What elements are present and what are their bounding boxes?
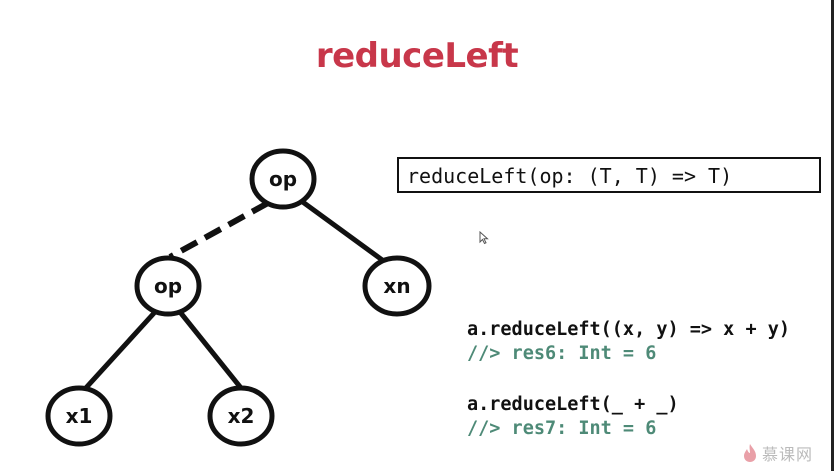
signature-box: reduceLeft(op: (T, T) => T) — [397, 157, 821, 193]
tree-node-right: xn — [362, 255, 432, 317]
edge-root-left-dashed — [168, 200, 270, 260]
slide-title: reduceLeft — [315, 36, 519, 76]
example-1-result: //> res6: Int = 6 — [467, 343, 657, 364]
tree-node-x2: x2 — [207, 385, 275, 447]
flame-logo-icon — [744, 444, 756, 462]
tree-node-root: op — [249, 148, 317, 210]
example-2-code: a.reduceLeft(_ + _) — [467, 394, 679, 415]
node-label-left: op — [154, 274, 182, 298]
example-1-code: a.reduceLeft((x, y) => x + y) — [467, 319, 791, 340]
example-2-result: //> res7: Int = 6 — [467, 418, 657, 439]
edge-left-x2 — [178, 310, 243, 390]
node-label-root: op — [269, 167, 297, 191]
watermark-text: 慕课网 — [762, 445, 814, 464]
signature-text: reduceLeft(op: (T, T) => T) — [407, 164, 733, 188]
tree-node-x1: x1 — [45, 385, 113, 447]
watermark-logo: 慕课网 — [742, 441, 813, 465]
node-label-x2: x2 — [228, 404, 255, 428]
edge-left-x1 — [82, 310, 157, 392]
node-label-x1: x1 — [66, 404, 93, 428]
mouse-pointer-icon — [479, 231, 489, 245]
node-label-right: xn — [383, 274, 410, 298]
edge-root-right — [298, 197, 387, 265]
tree-node-left: op — [134, 255, 202, 317]
